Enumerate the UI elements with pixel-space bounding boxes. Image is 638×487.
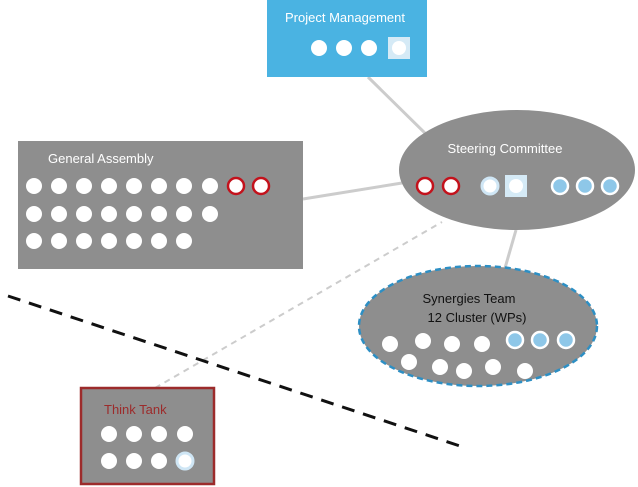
member-circle-blue xyxy=(530,330,550,350)
member-circle xyxy=(336,40,352,56)
member-circle xyxy=(51,206,67,222)
member-circle xyxy=(176,206,192,222)
member-circle-lightblue xyxy=(480,176,500,196)
member-circle xyxy=(76,206,92,222)
member-circle xyxy=(151,453,167,469)
member-circle-red xyxy=(441,176,461,196)
boundary-dashed-line xyxy=(7,294,464,449)
connector-steering-synergies xyxy=(503,229,518,269)
member-circle xyxy=(151,206,167,222)
member-circle xyxy=(126,233,142,249)
project-management-title: Project Management xyxy=(285,10,405,25)
synergies-team-ellipse xyxy=(357,264,599,388)
member-circle xyxy=(101,233,117,249)
member-circle-red xyxy=(251,176,271,196)
member-circle-red xyxy=(415,176,435,196)
member-circle xyxy=(392,41,406,55)
member-circle xyxy=(126,426,142,442)
member-circle xyxy=(26,206,42,222)
member-circle xyxy=(177,426,193,442)
steering-committee-ellipse xyxy=(399,110,635,230)
connector-assembly-steering xyxy=(302,181,403,201)
member-circle xyxy=(176,178,192,194)
member-circle xyxy=(311,40,327,56)
think-tank-members xyxy=(101,426,195,471)
member-circle xyxy=(101,206,117,222)
member-circle xyxy=(485,359,501,375)
member-circle xyxy=(202,206,218,222)
member-circle xyxy=(76,178,92,194)
member-circle xyxy=(126,206,142,222)
project-management-members xyxy=(311,37,410,59)
member-circle xyxy=(151,178,167,194)
member-circle xyxy=(101,178,117,194)
steering-committee-members xyxy=(415,175,620,197)
synergies-team-title: Synergies Team xyxy=(423,291,516,306)
member-circle xyxy=(415,333,431,349)
member-circle xyxy=(151,233,167,249)
member-circle xyxy=(126,453,142,469)
member-circle xyxy=(361,40,377,56)
member-circle xyxy=(76,233,92,249)
member-circle xyxy=(382,336,398,352)
member-circle xyxy=(509,179,523,193)
member-circle-blue xyxy=(505,330,525,350)
member-circle xyxy=(444,336,460,352)
member-circle-blue xyxy=(556,330,576,350)
member-circle-blue xyxy=(575,176,595,196)
member-circle xyxy=(26,178,42,194)
member-circle xyxy=(51,178,67,194)
member-circle xyxy=(202,178,218,194)
member-circle xyxy=(101,426,117,442)
general-assembly-title: General Assembly xyxy=(48,151,154,166)
member-circle xyxy=(51,233,67,249)
member-circle xyxy=(401,354,417,370)
member-circle xyxy=(176,233,192,249)
synergies-team-subtitle: 12 Cluster (WPs) xyxy=(428,310,527,325)
member-circle xyxy=(474,336,490,352)
member-circle-blue xyxy=(550,176,570,196)
general-assembly-members xyxy=(26,176,271,249)
synergies-team-members xyxy=(382,330,576,379)
think-tank-title: Think Tank xyxy=(104,402,167,417)
member-circle-red xyxy=(226,176,246,196)
member-circle-blue xyxy=(600,176,620,196)
member-circle xyxy=(101,453,117,469)
member-circle xyxy=(26,233,42,249)
member-circle xyxy=(126,178,142,194)
member-circle-lightblue xyxy=(175,451,195,471)
connector-pm-steering xyxy=(366,75,434,142)
member-circle xyxy=(517,363,533,379)
steering-committee-title: Steering Committee xyxy=(448,141,563,156)
member-circle xyxy=(456,363,472,379)
member-circle xyxy=(151,426,167,442)
member-circle xyxy=(432,359,448,375)
